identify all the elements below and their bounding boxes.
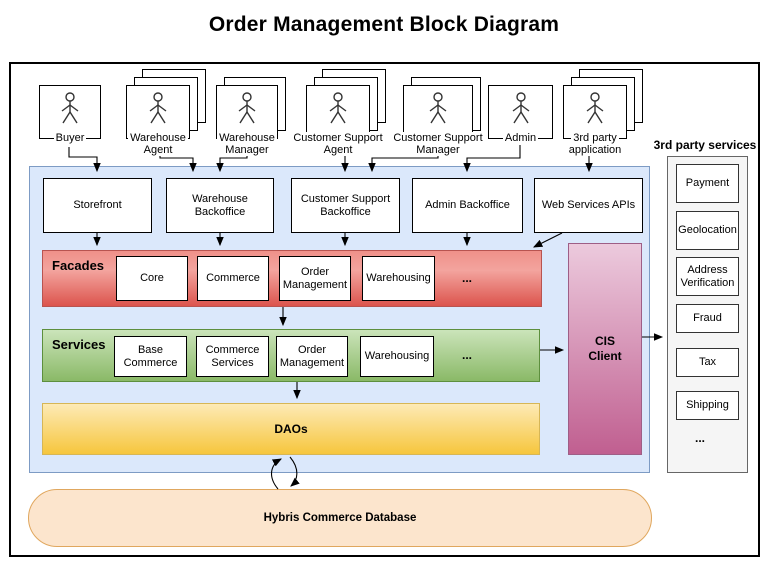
person-icon [329,92,347,124]
service-order-management: Order Management [276,336,348,377]
services-label: Services [52,337,106,352]
actor-box [216,85,278,139]
facades-ellipsis: ... [461,271,472,285]
actor-box [563,85,627,139]
actor-label: Customer Support Manager [391,132,485,156]
cis-client-block: CIS Client [568,243,642,455]
service-warehousing: Warehousing [360,336,434,377]
actor-customer-support-manager: Customer Support Manager [391,77,485,156]
block-warehouse-backoffice: Warehouse Backoffice [166,178,274,233]
actor-warehouse-manager: Warehouse Manager [216,77,286,156]
diagram-title: Order Management Block Diagram [208,13,560,36]
third-party-services-panel: Payment Geolocation Address Verification… [667,156,748,473]
database-block: Hybris Commerce Database [28,489,652,547]
actor-box [306,85,370,139]
facade-core: Core [116,256,188,301]
tps-shipping: Shipping [676,391,739,420]
tps-address-verification: Address Verification [676,257,739,296]
cis-client-label: CIS Client [588,334,622,363]
actor-box [403,85,473,139]
person-icon [586,92,604,124]
facades-label: Facades [52,258,105,273]
actor-box [39,85,101,139]
person-icon [512,92,529,124]
actor-buyer: Buyer [39,85,101,144]
actor-admin: Admin [488,85,553,144]
tps-tax: Tax [676,348,739,377]
tps-geolocation: Geolocation [676,211,739,250]
person-icon [429,92,447,124]
actor-box [488,85,553,139]
actor-label: 3rd party application [566,132,624,156]
services-ellipsis: ... [461,348,472,362]
tps-payment: Payment [676,164,739,203]
facade-warehousing: Warehousing [362,256,435,301]
tps-fraud: Fraud [676,304,739,333]
person-icon [238,92,256,124]
actor-3rd-party-application: 3rd party application [563,69,643,156]
facade-order-management: Order Management [279,256,351,301]
actor-label: Warehouse Manager [217,132,277,156]
block-storefront: Storefront [43,178,152,233]
actor-box [126,85,190,139]
actor-label: Admin [502,132,539,144]
third-party-services-title: 3rd party services [653,138,757,152]
service-base-commerce: Base Commerce [114,336,187,377]
actor-label: Customer Support Agent [291,132,385,156]
facade-commerce: Commerce [197,256,269,301]
actor-customer-support-agent: Customer Support Agent [291,69,386,156]
block-admin-backoffice: Admin Backoffice [412,178,523,233]
person-icon [61,92,79,124]
daos-band: DAOs [42,403,540,455]
tps-ellipsis: ... [694,431,705,445]
actor-label: Warehouse Agent [128,132,188,156]
actor-label: Buyer [53,132,87,144]
block-web-services-apis: Web Services APIs [534,178,643,233]
person-icon [149,92,167,124]
block-customer-support-backoffice: Customer Support Backoffice [291,178,400,233]
service-commerce-services: Commerce Services [196,336,269,377]
actor-warehouse-agent: Warehouse Agent [126,69,206,156]
